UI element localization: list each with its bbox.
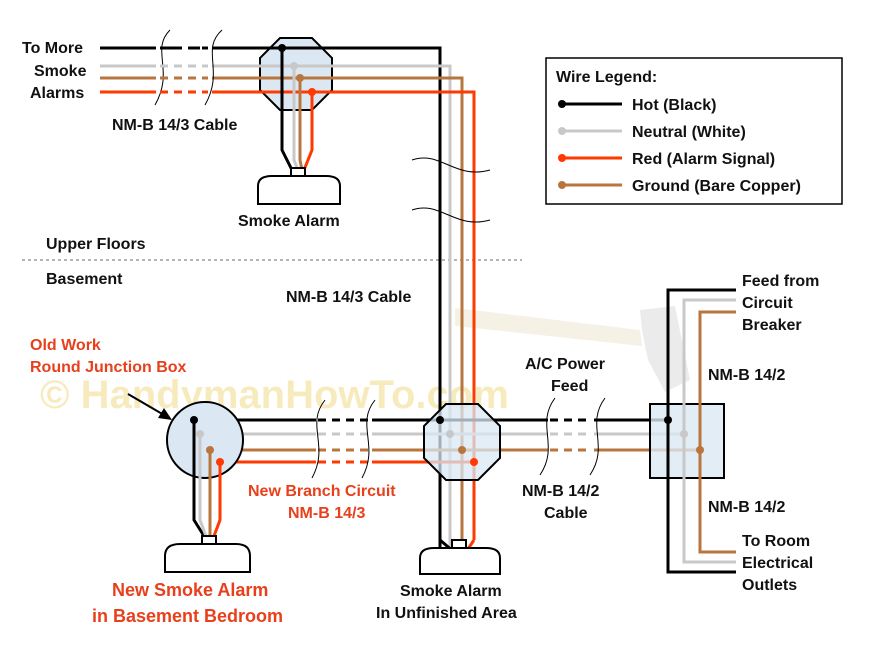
legend-title: Wire Legend:: [556, 69, 657, 86]
label-branch-cable: NM-B 14/3: [288, 505, 365, 522]
legend-item-label: Ground (Bare Copper): [632, 178, 801, 195]
hammer-icon: [455, 306, 690, 392]
legend-swatch-dot: [558, 100, 566, 108]
right-cable-runs: [664, 288, 736, 574]
label-ac-power: A/C Power: [525, 356, 605, 373]
legend-swatch-dot: [558, 181, 566, 189]
branch-breaks: [316, 418, 372, 464]
legend-item-label: Hot (Black): [632, 97, 716, 114]
label-nm143-top: NM-B 14/3 Cable: [112, 117, 237, 134]
label-nm143-mid: NM-B 14/3 Cable: [286, 289, 411, 306]
label-round-box: Round Junction Box: [30, 359, 187, 376]
new-alarm-drop: [192, 420, 222, 537]
label-nm142-upper: NM-B 14/2: [708, 367, 785, 384]
legend-swatch-dot: [558, 127, 566, 135]
label-circuit: Circuit: [742, 295, 793, 312]
branch-break-marks: [311, 399, 376, 479]
label-nm142-cable: NM-B 14/2: [522, 483, 599, 500]
legend-item-label: Red (Alarm Signal): [632, 151, 775, 168]
feed-breaks: [548, 418, 594, 452]
feed-break-marks: [539, 397, 606, 476]
label-to-more: To More: [22, 40, 83, 57]
label-old-work: Old Work: [30, 337, 101, 354]
label-feed-from: Feed from: [742, 273, 819, 290]
label-basement: Basement: [46, 271, 123, 288]
label-feed: Feed: [551, 378, 588, 395]
label-unfinished-area: In Unfinished Area: [376, 605, 517, 622]
label-breaker: Breaker: [742, 317, 802, 334]
label-upper-floors: Upper Floors: [46, 236, 146, 253]
unfinished-smoke-alarm-icon: [419, 539, 501, 575]
label-smoke-alarm-unfinished: Smoke Alarm: [400, 583, 502, 600]
label-smoke: Smoke: [34, 63, 87, 80]
label-nm142-lower: NM-B 14/2: [708, 499, 785, 516]
label-new-branch: New Branch Circuit: [248, 483, 396, 500]
round-junction-box: [166, 401, 244, 479]
basement-box-connections: [436, 416, 478, 466]
legend-swatch-dot: [558, 154, 566, 162]
label-new-smoke-alarm: New Smoke Alarm: [112, 580, 268, 600]
label-basement-bedroom: in Basement Bedroom: [92, 606, 283, 626]
riser-breaks: [411, 157, 491, 223]
label-smoke-alarm-top: Smoke Alarm: [238, 213, 340, 230]
label-alarms: Alarms: [30, 85, 84, 102]
top-cable-breaks: [154, 29, 223, 106]
label-cable: Cable: [544, 505, 588, 522]
rectangular-junction-box: [649, 403, 725, 479]
new-smoke-alarm-icon: [164, 535, 251, 573]
watermark: © HandymanHowTo.com: [40, 373, 509, 417]
upper-alarm-drop: [278, 44, 316, 171]
basement-junction-box: [423, 403, 501, 481]
label-outlets: Outlets: [742, 577, 797, 594]
upper-smoke-alarm-icon: [257, 167, 341, 205]
wire-legend: Wire Legend: Hot (Black) Neutral (White) R…: [545, 57, 843, 205]
legend-item-label: Neutral (White): [632, 124, 746, 141]
label-electrical: Electrical: [742, 555, 813, 572]
pointer-arrow: [127, 393, 172, 420]
label-to-room: To Room: [742, 533, 810, 550]
